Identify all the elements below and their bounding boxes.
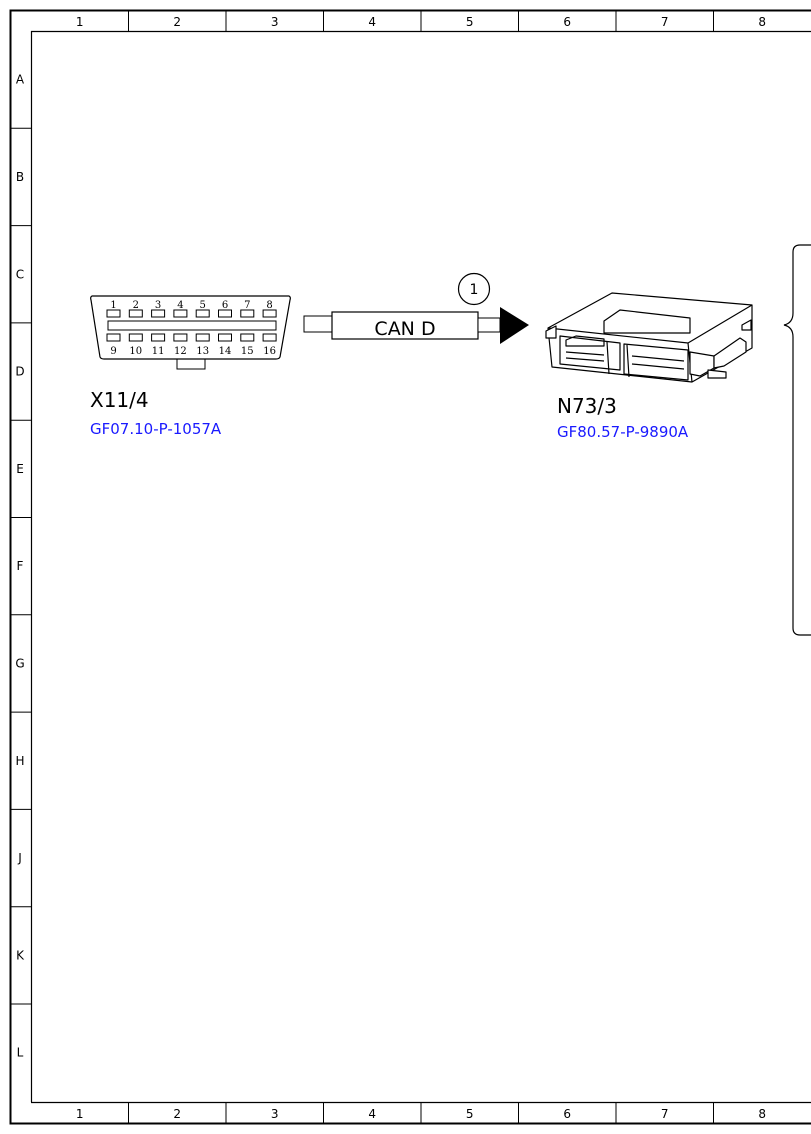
pin-number: 16 <box>263 346 276 357</box>
bus-stub-right <box>477 317 501 333</box>
pin-socket <box>240 309 255 318</box>
pin-socket <box>151 333 166 342</box>
bus-stub-left <box>303 315 333 333</box>
row-label: K <box>16 948 25 962</box>
pin-number: 3 <box>155 300 161 311</box>
connector-tab <box>176 359 206 370</box>
pin-number: 4 <box>177 300 183 311</box>
pin-number: 8 <box>266 300 272 311</box>
arrow-head-icon <box>500 307 529 344</box>
pin-number: 1 <box>110 300 116 311</box>
column-label-top: 8 <box>758 15 766 29</box>
pin-number: 12 <box>174 346 187 357</box>
row-label: D <box>15 365 24 379</box>
pin-number: 11 <box>152 346 165 357</box>
pin-number: 13 <box>196 346 209 357</box>
callout-circle <box>457 272 491 306</box>
can-bus-line: CAN D <box>303 307 529 344</box>
pin-number: 2 <box>133 300 139 311</box>
pin-socket <box>262 309 277 318</box>
column-label-top: 7 <box>661 15 669 29</box>
connector-center-bar <box>107 320 277 331</box>
control-unit-icon <box>545 292 753 383</box>
control-unit-code: N73/3 <box>557 394 617 418</box>
pin-socket <box>173 309 188 318</box>
row-ruler: A B C D E F G H J K L <box>11 73 31 1060</box>
pin-socket <box>195 309 210 318</box>
column-label-bottom: 7 <box>661 1107 669 1121</box>
grouping-brace <box>783 244 811 636</box>
column-label-bottom: 5 <box>466 1107 474 1121</box>
row-label: F <box>17 559 24 573</box>
pin-socket <box>218 333 232 342</box>
pin-socket <box>195 333 210 342</box>
row-label: C <box>16 267 24 281</box>
bus-label-box <box>331 311 479 340</box>
pin-socket <box>151 309 166 318</box>
row-label: L <box>17 1046 24 1060</box>
top-pin-row: 1 2 3 4 5 6 7 8 <box>106 300 277 318</box>
column-label-bottom: 4 <box>368 1107 376 1121</box>
column-label-bottom: 6 <box>563 1107 571 1121</box>
pin-number: 7 <box>244 300 250 311</box>
control-unit-n73-3[interactable] <box>545 292 753 383</box>
pin-number: 9 <box>110 346 116 357</box>
pin-socket <box>218 309 232 318</box>
control-unit-reference-link[interactable]: GF80.57-P-9890A <box>557 423 689 441</box>
callout-bubble: 1 <box>457 272 491 306</box>
pin-socket <box>262 333 277 342</box>
column-label-top: 3 <box>271 15 279 29</box>
pin-socket <box>106 333 121 342</box>
pin-socket <box>240 333 255 342</box>
column-label-bottom: 2 <box>173 1107 181 1121</box>
column-label-bottom: 3 <box>271 1107 279 1121</box>
pin-number: 10 <box>129 346 142 357</box>
pin-number: 15 <box>241 346 254 357</box>
column-label-top: 6 <box>563 15 571 29</box>
row-label: J <box>17 851 22 865</box>
row-label: G <box>15 656 24 670</box>
pin-socket <box>106 309 121 318</box>
bottom-pin-row: 9 10 11 12 13 14 15 16 <box>106 333 277 357</box>
column-label-bottom: 8 <box>758 1107 766 1121</box>
pin-socket <box>128 309 143 318</box>
column-label-bottom: 1 <box>76 1107 84 1121</box>
pin-number: 5 <box>200 300 206 311</box>
column-label-top: 4 <box>368 15 376 29</box>
column-label-top: 1 <box>76 15 84 29</box>
connector-code: X11/4 <box>90 388 149 412</box>
drawing-frame <box>9 9 811 1125</box>
callout-number: 1 <box>470 282 479 298</box>
connector-reference-link[interactable]: GF07.10-P-1057A <box>90 420 222 438</box>
pin-number: 14 <box>219 346 232 357</box>
column-label-top: 2 <box>173 15 181 29</box>
row-label: B <box>16 170 24 184</box>
pin-socket <box>128 333 143 342</box>
row-label: A <box>16 73 25 87</box>
row-label: H <box>15 754 24 768</box>
pin-socket <box>173 333 188 342</box>
pin-number: 6 <box>222 300 228 311</box>
row-label: E <box>16 462 24 476</box>
bus-label: CAN D <box>374 318 435 340</box>
column-label-top: 5 <box>466 15 474 29</box>
